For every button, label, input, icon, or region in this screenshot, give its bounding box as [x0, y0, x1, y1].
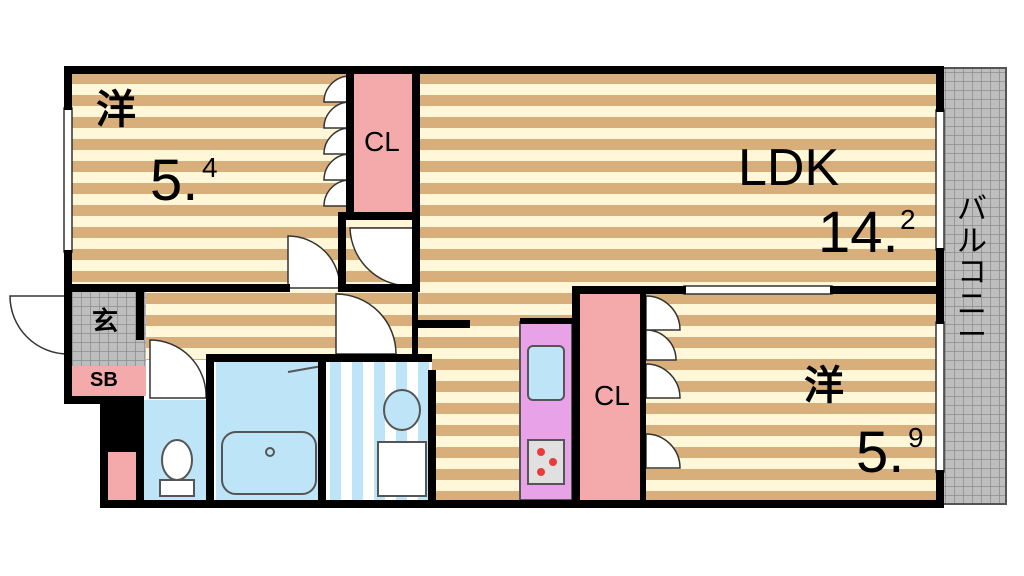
entrance-floor: [68, 292, 146, 366]
kitchen-stove: [527, 439, 565, 485]
bathtub: [221, 431, 317, 495]
toilet-bowl: [161, 439, 193, 481]
shoe-box: [68, 366, 146, 396]
west-room-2-floor: [640, 290, 940, 500]
ldk-floor: [418, 70, 940, 292]
ldk-name: LDK: [738, 139, 840, 197]
balcony-label: バルコニー: [957, 193, 987, 352]
washbasin: [383, 389, 421, 431]
west-room-2-name: 洋: [804, 364, 844, 408]
door-entrance: [9, 295, 69, 355]
closet-mid-label: CL: [594, 380, 630, 411]
washing-machine-pan: [377, 441, 427, 497]
balcony: [941, 67, 1007, 505]
closet-top-doors: [323, 75, 351, 207]
stove-burner-1: [537, 448, 545, 456]
door-toilet: [149, 339, 207, 399]
sliding-door: [683, 285, 833, 295]
west-room-2-size-decimal: 9: [908, 422, 924, 453]
west-room-2-size: 5.: [856, 420, 905, 485]
ldk-size: 14.: [818, 200, 899, 265]
door-washroom: [335, 293, 397, 355]
west-room-1-size: 5.: [150, 148, 199, 213]
closet-mid-doors: [645, 295, 681, 469]
ldk-size-decimal: 2: [900, 204, 916, 235]
window-balcony-lower: [935, 321, 945, 473]
bath-drain: [265, 447, 275, 457]
shoe-box-label: SB: [90, 369, 118, 391]
closet-mid: [578, 290, 644, 502]
closet-top-label: CL: [364, 126, 400, 157]
stove-burner-2: [549, 458, 557, 466]
shower-rail: [287, 365, 323, 373]
entrance-column: [104, 396, 142, 452]
entrance-label: 玄: [92, 306, 119, 336]
west-room-1-name: 洋: [96, 88, 136, 132]
stove-burner-3: [537, 468, 545, 476]
kitchen-sink: [527, 345, 565, 401]
window-balcony-upper: [935, 109, 945, 251]
window-west: [63, 107, 73, 253]
closet-entrance: [108, 452, 138, 502]
west-room-1-size-decimal: 4: [202, 152, 218, 183]
closet-top: [352, 72, 414, 214]
walls: [64, 66, 944, 508]
toilet-tank: [159, 479, 195, 497]
